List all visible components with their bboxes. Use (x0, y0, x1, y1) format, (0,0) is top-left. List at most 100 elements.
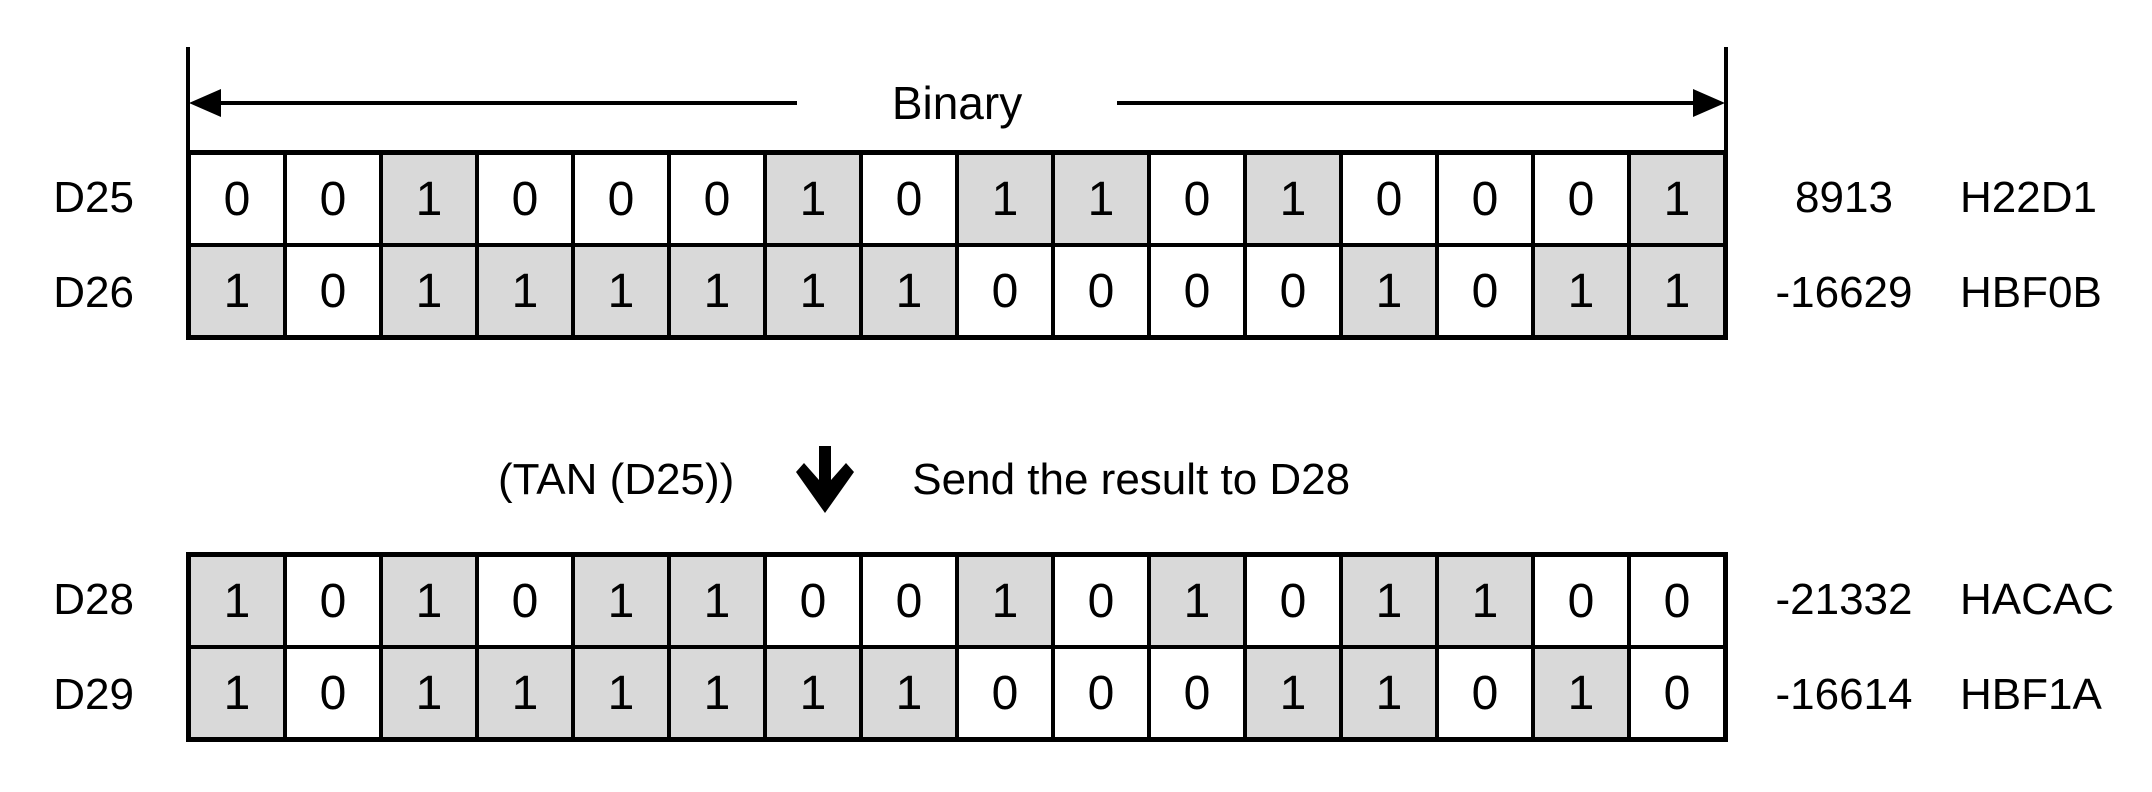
bit-cell: 1 (671, 649, 763, 737)
bit-cell: 0 (1439, 155, 1531, 243)
bit-cell: 1 (863, 649, 955, 737)
bit-cell: 1 (1055, 155, 1147, 243)
bit-cell: 0 (1631, 557, 1723, 645)
bit-cell: 0 (1151, 649, 1243, 737)
binary-label: Binary (891, 77, 1023, 129)
bit-cell: 1 (959, 155, 1051, 243)
bit-cell: 1 (1439, 557, 1531, 645)
down-arrow-icon (796, 446, 855, 514)
value-labels: -21332 HACAC -16614 HBF1A (1758, 552, 2114, 742)
bit-cell: 0 (1343, 155, 1435, 243)
bit-cell: 1 (1535, 247, 1627, 335)
bit-cell: 1 (1535, 649, 1627, 737)
bit-cell: 1 (383, 155, 475, 243)
register-values: 8913 H22D1 (1758, 150, 2102, 245)
bit-cell: 1 (191, 649, 283, 737)
hex-value: H22D1 (1960, 172, 2097, 222)
bit-cell: 1 (1247, 155, 1339, 243)
bit-cell: 0 (959, 247, 1051, 335)
bit-cell: 1 (1343, 649, 1435, 737)
bit-cell: 0 (863, 155, 955, 243)
register-values: -16614 HBF1A (1758, 647, 2114, 742)
hex-value: HACAC (1960, 574, 2115, 624)
bit-cell: 1 (1247, 649, 1339, 737)
bit-cell: 0 (287, 155, 379, 243)
bit-cell: 0 (1247, 557, 1339, 645)
bit-cell: 0 (1247, 247, 1339, 335)
register-label: D25 (53, 172, 134, 222)
register-label: D29 (53, 669, 134, 719)
bit-cell: 1 (191, 247, 283, 335)
bit-cell: 0 (287, 247, 379, 335)
register-label: D28 (53, 574, 134, 624)
bit-cell: 0 (575, 155, 667, 243)
bit-cell: 1 (1631, 247, 1723, 335)
bit-cell: 1 (959, 557, 1051, 645)
bit-cell: 0 (479, 155, 571, 243)
bit-cell: 0 (1535, 557, 1627, 645)
bit-cell: 0 (1055, 649, 1147, 737)
bit-cell: 1 (383, 247, 475, 335)
arrow-line-left (221, 101, 797, 105)
bit-cell: 0 (1631, 649, 1723, 737)
bit-cell: 0 (287, 649, 379, 737)
bit-cell: 0 (1439, 649, 1531, 737)
bit-cell: 1 (767, 649, 859, 737)
bit-cell: 0 (1535, 155, 1627, 243)
register-values: -21332 HACAC (1758, 552, 2114, 647)
bit-cell: 0 (287, 557, 379, 645)
bit-cell: 1 (1151, 557, 1243, 645)
bit-cell: 1 (1343, 557, 1435, 645)
right-arrowhead-icon (1693, 89, 1726, 117)
bit-cell: 0 (959, 649, 1051, 737)
operation-row: (TAN (D25)) Send the result to D28 (498, 436, 1350, 524)
bit-cell: 0 (1151, 247, 1243, 335)
decimal-value: -16614 (1775, 669, 1913, 719)
bit-cell: 1 (671, 557, 763, 645)
bit-cell: 1 (479, 649, 571, 737)
decimal-value: 8913 (1795, 172, 1893, 222)
bit-cell: 1 (575, 649, 667, 737)
bit-cell: 0 (479, 557, 571, 645)
bit-cell: 1 (383, 557, 475, 645)
bit-cell: 1 (575, 557, 667, 645)
binary-range-arrow: Binary (189, 77, 1726, 129)
register-label: D26 (53, 267, 134, 317)
bit-cell: 0 (1055, 557, 1147, 645)
bit-cell: 0 (767, 557, 859, 645)
hex-value: HBF1A (1960, 669, 2102, 719)
range-left-boundary-line (186, 47, 190, 150)
bit-cell: 1 (191, 557, 283, 645)
hex-value: HBF0B (1960, 267, 2102, 317)
bit-cell: 0 (863, 557, 955, 645)
bit-cell: 1 (383, 649, 475, 737)
bit-cell: 1 (767, 155, 859, 243)
value-labels: 8913 H22D1 -16629 HBF0B (1758, 150, 2102, 340)
arrow-line-right (1117, 101, 1694, 105)
bit-cell: 1 (479, 247, 571, 335)
bit-cell: 0 (1151, 155, 1243, 243)
bit-cell: 1 (1631, 155, 1723, 243)
operation-description: Send the result to D28 (912, 455, 1351, 504)
bit-cell: 1 (863, 247, 955, 335)
bit-cell: 1 (671, 247, 763, 335)
operation-expression: (TAN (D25)) (498, 455, 735, 504)
bit-cell: 0 (191, 155, 283, 243)
bit-cell: 0 (671, 155, 763, 243)
range-right-boundary-line (1724, 47, 1728, 150)
decimal-value: -16629 (1775, 267, 1913, 317)
bit-cell: 0 (1439, 247, 1531, 335)
bit-cell: 1 (1343, 247, 1435, 335)
bit-cell: 1 (575, 247, 667, 335)
decimal-value: -21332 (1775, 574, 1913, 624)
binary-range-header: Binary (186, 47, 1728, 150)
bit-cell: 1 (767, 247, 859, 335)
register-values: -16629 HBF0B (1758, 245, 2102, 340)
